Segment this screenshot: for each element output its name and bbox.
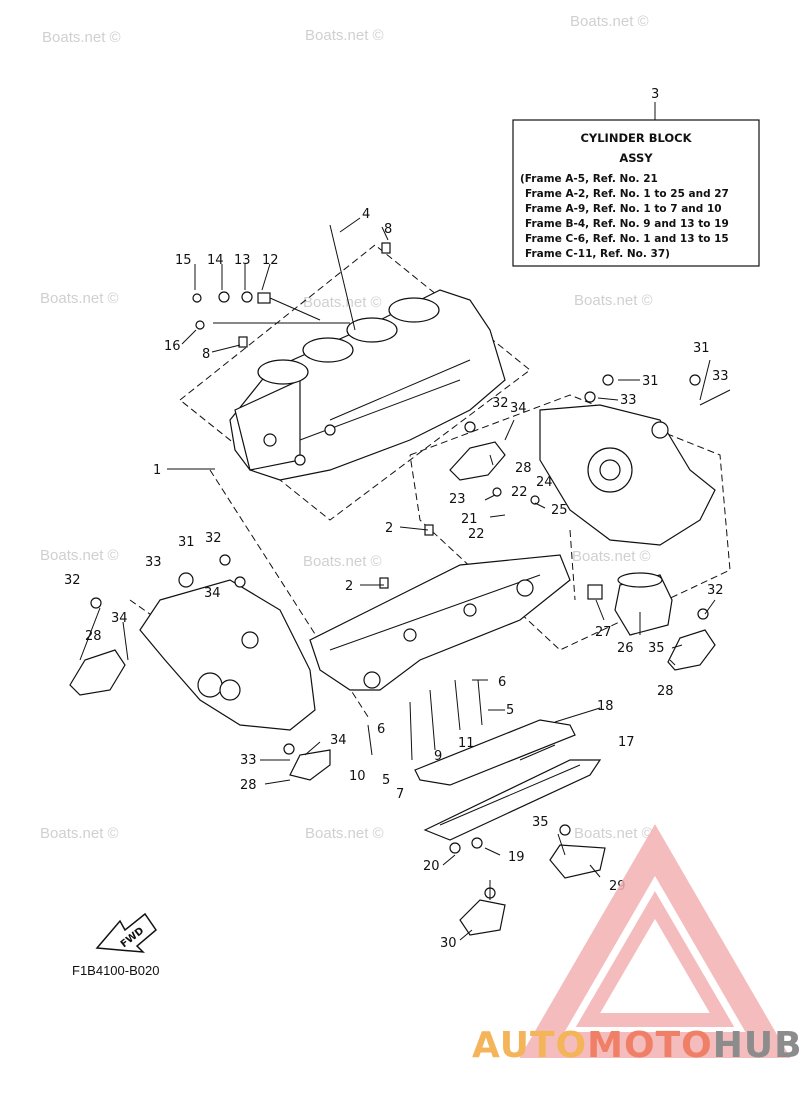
svg-text:AUTOMOTOHUB: AUTOMOTOHUB (472, 1025, 800, 1066)
callout: 19 (508, 850, 525, 865)
callout: 32 (492, 396, 509, 411)
logo-text-hub: HUB (713, 1025, 800, 1066)
callout: 28 (657, 684, 674, 699)
callout: 34 (111, 611, 128, 626)
callout: 32 (64, 573, 81, 588)
watermark: Boats.net © (42, 29, 121, 46)
callout: 32 (707, 583, 724, 598)
box-line: Frame C-11, Ref. No. 37) (525, 248, 670, 260)
callout: 16 (164, 339, 181, 354)
watermark: Boats.net © (40, 825, 119, 842)
callout: 8 (384, 222, 392, 237)
callout: 14 (207, 253, 224, 268)
callout: 9 (434, 749, 442, 764)
callout: 6 (377, 722, 385, 737)
watermark: Boats.net © (303, 294, 382, 311)
watermarks: Boats.net © Boats.net © Boats.net © Boat… (40, 13, 653, 842)
callout: 2 (345, 579, 353, 594)
callout: 24 (536, 475, 553, 490)
watermark: Boats.net © (570, 13, 649, 30)
callout: 32 (205, 531, 222, 546)
callout: 21 (461, 512, 478, 527)
callout: 10 (349, 769, 366, 784)
callout: 27 (595, 625, 612, 640)
automotohub-logo: AUTOMOTOHUB (472, 824, 800, 1066)
callout: 33 (620, 393, 637, 408)
callout-3: 3 (651, 87, 659, 102)
callout: 25 (551, 503, 568, 518)
side-cover-left (139, 579, 316, 731)
watermark: Boats.net © (305, 27, 384, 44)
callout: 33 (145, 555, 162, 570)
leader-lines (79, 217, 731, 941)
box-line: Frame C-6, Ref. No. 1 and 13 to 15 (525, 233, 729, 245)
box-subtitle: ASSY (619, 151, 653, 165)
callout: 20 (423, 859, 440, 874)
callout: 18 (597, 699, 614, 714)
callout: 6 (498, 675, 506, 690)
logo-text-moto: MOTO (587, 1025, 713, 1066)
callout: 1 (153, 463, 161, 478)
fwd-arrow: FWD (95, 912, 158, 953)
callout: 31 (178, 535, 195, 550)
callout: 7 (396, 787, 404, 802)
callout: 13 (234, 253, 251, 268)
engine-mounts (69, 441, 716, 936)
oil-pan-gaskets (414, 719, 602, 841)
callout: 8 (202, 347, 210, 362)
callout: 15 (175, 253, 192, 268)
callout: 2 (385, 521, 393, 536)
callout: 12 (262, 253, 279, 268)
box-line: Frame A-9, Ref. No. 1 to 7 and 10 (525, 203, 722, 215)
cylinder-block (229, 289, 506, 481)
callout: 31 (642, 374, 659, 389)
callout: 28 (240, 778, 257, 793)
watermark: Boats.net © (303, 553, 382, 570)
crankcase-lower (309, 554, 571, 691)
box-line: (Frame A-5, Ref. No. 21 (520, 173, 658, 185)
callout: 35 (648, 641, 665, 656)
watermark: Boats.net © (40, 547, 119, 564)
box-line: Frame B-4, Ref. No. 9 and 13 to 19 (525, 218, 729, 230)
callout: 28 (85, 629, 102, 644)
callout: 5 (382, 773, 390, 788)
callout: 30 (440, 936, 457, 951)
assy-info-box: 3 CYLINDER BLOCK ASSY (Frame A-5, Ref. N… (512, 87, 760, 267)
watermark: Boats.net © (574, 825, 653, 842)
bolts (90, 224, 709, 899)
callout: 22 (511, 485, 528, 500)
callout: 34 (510, 401, 527, 416)
watermark: Boats.net © (574, 292, 653, 309)
watermark: Boats.net © (40, 290, 119, 307)
callout: 35 (532, 815, 549, 830)
callout: 34 (204, 586, 221, 601)
diagram-code: F1B4100-B020 (72, 963, 159, 978)
callout: 5 (506, 703, 514, 718)
callout: 33 (240, 753, 257, 768)
callout: 28 (515, 461, 532, 476)
callout: 31 (693, 341, 710, 356)
logo-text-auto: AUTO (472, 1025, 587, 1066)
watermark: Boats.net © (572, 548, 651, 565)
box-title: CYLINDER BLOCK (580, 131, 692, 145)
callout: 34 (330, 733, 347, 748)
callout: 22 (468, 527, 485, 542)
callout: 23 (449, 492, 466, 507)
callout: 33 (712, 369, 729, 384)
callout: 11 (458, 736, 475, 751)
box-line: Frame A-2, Ref. No. 1 to 25 and 27 (525, 188, 729, 200)
callout: 17 (618, 735, 635, 750)
callout-numbers: 1 2 2 4 5 5 6 6 7 8 8 9 10 11 12 13 14 1… (64, 207, 729, 951)
callout: 4 (362, 207, 370, 222)
callout: 26 (617, 641, 634, 656)
watermark: Boats.net © (305, 825, 384, 842)
oil-filter (587, 572, 673, 636)
side-cover-right (539, 404, 716, 546)
